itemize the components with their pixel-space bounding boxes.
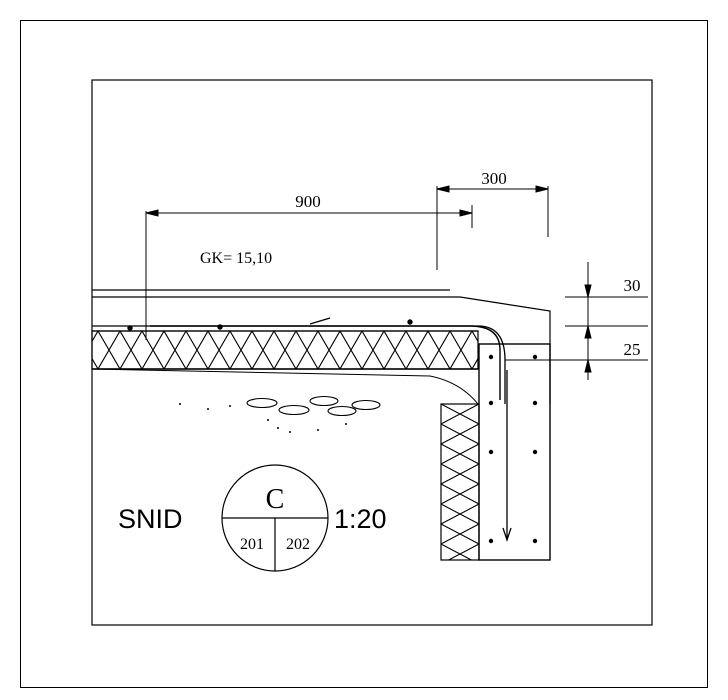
section-symbol (221, 464, 329, 572)
scale-label: 1:20 (334, 504, 387, 534)
roof-insulation (91, 330, 479, 370)
dimension-30-label: 30 (624, 276, 641, 295)
level-note: GK= 15,10 (200, 250, 272, 267)
ceiling-fixtures (246, 395, 381, 417)
dimension-900-label: 900 (295, 192, 321, 211)
dimension-300-label: 300 (481, 169, 507, 188)
wall-insulation (440, 403, 480, 561)
dimension-25-label: 25 (624, 340, 641, 359)
concrete-wall (478, 343, 551, 561)
ceiling-dots (179, 403, 347, 433)
section-letter: C (266, 484, 285, 515)
dimension-300 (436, 185, 549, 270)
drawing-sheet (20, 20, 708, 688)
section-sheet-left: 201 (240, 536, 264, 553)
wall-rebar (488, 354, 538, 544)
section-title: SNID (118, 504, 183, 534)
dimension-900 (145, 205, 473, 340)
section-sheet-right: 202 (286, 536, 310, 553)
slab-rebar (127, 317, 501, 400)
dimension-layers (505, 262, 648, 380)
